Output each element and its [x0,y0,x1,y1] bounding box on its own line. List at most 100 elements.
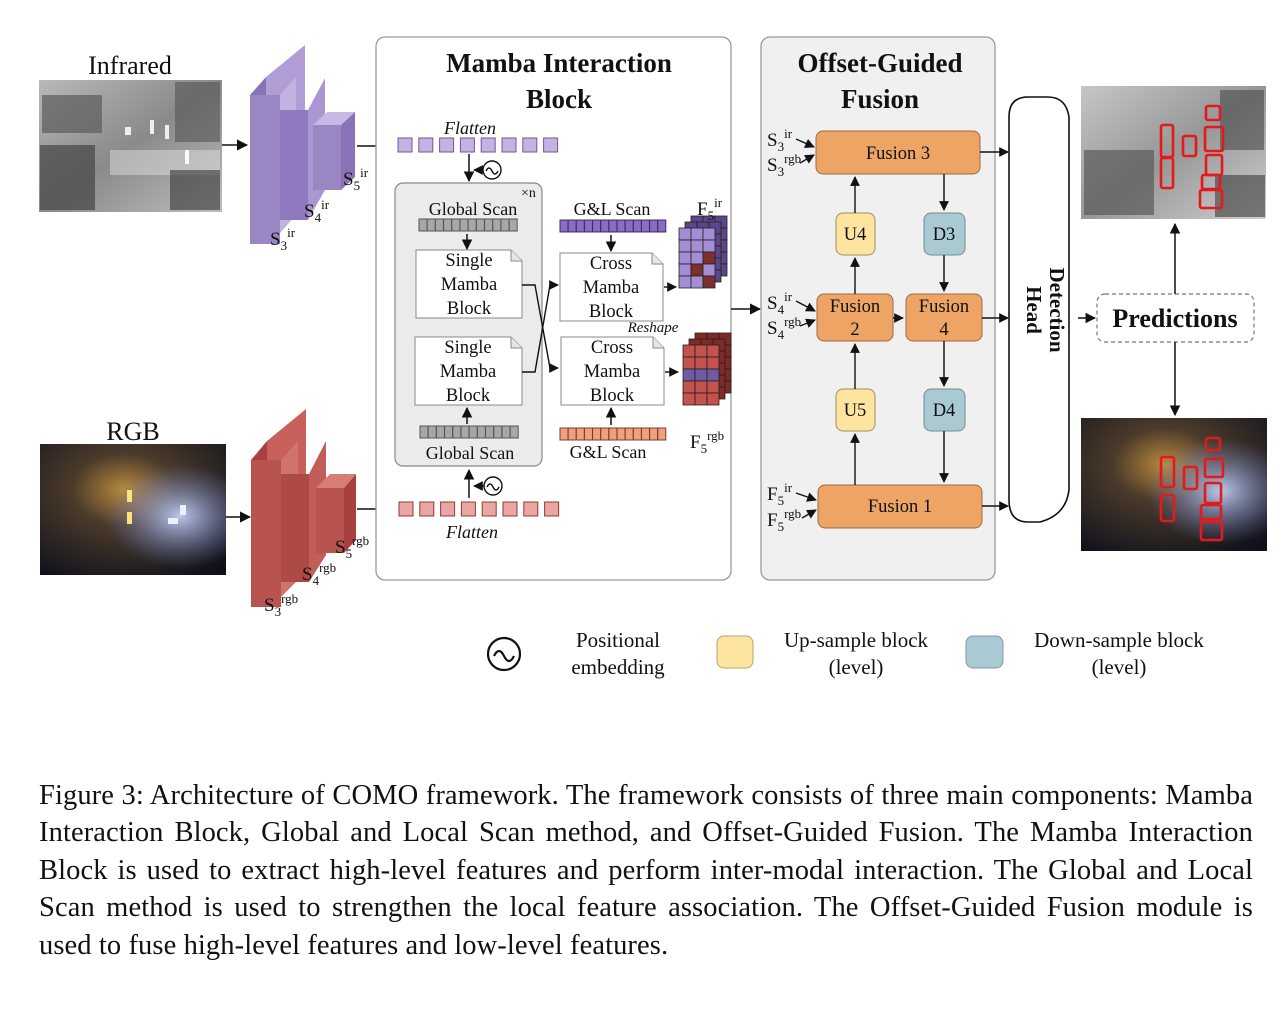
svg-text:Mamba: Mamba [441,275,498,295]
scan-token [583,427,593,441]
fusion-panel-title-line1: Offset-Guided [798,48,963,78]
detection-bbox [1204,104,1222,122]
detection-bbox [1204,436,1222,452]
cross-mamba-block-bottom: Cross Mamba Block [560,336,665,406]
global-scan-label-bottom: Global Scan [426,443,514,463]
scan-token [608,219,618,233]
scan-token [583,219,593,233]
scan-token [426,218,436,232]
svg-text:Detection: Detection [1045,267,1069,352]
detection-bbox [1182,465,1199,491]
infrared-input-image [39,80,222,212]
svg-text:Block: Block [590,386,635,406]
figure-caption: Figure 3: Architecture of COMO framework… [39,780,1253,961]
scan-token [567,427,577,441]
svg-text:Mamba: Mamba [584,362,641,382]
f5-rgb-feature-cube [682,332,732,406]
flatten-token [480,137,496,153]
gl-scan-label-top: G&L Scan [574,199,651,219]
scan-token [468,425,478,439]
single-mamba-block-top: Single Mamba Block [415,249,523,319]
detection-bbox [1203,481,1223,505]
feature-cell [702,251,716,265]
reshape-label: Reshape [627,320,679,336]
legend-downsample-line1: Down-sample block [1034,628,1204,652]
scan-token [475,218,485,232]
detection-head-block [1008,96,1070,523]
rgb-backbone [251,409,356,607]
scan-token [657,219,667,233]
feature-cell [706,380,720,394]
flatten-token [543,137,559,153]
detection-bbox [1159,493,1176,523]
svg-text:Fusion 1: Fusion 1 [868,497,932,517]
svg-text:4: 4 [939,320,948,340]
svg-text:Block: Block [446,386,491,406]
scan-token [460,425,470,439]
feature-cell [690,239,704,253]
feature-cell [702,275,716,289]
fusion-3-block: Fusion 3 [815,130,981,175]
feature-cell [706,344,720,358]
fusion-panel-title-line2: Fusion [841,84,919,114]
feature-cell [702,239,716,253]
svg-text:U4: U4 [844,225,867,245]
positional-embedding-icon [473,160,502,180]
gl-scan-tokens-top [559,219,667,233]
d3-downsample-block: D3 [923,212,966,256]
predictions-label: Predictions [1112,304,1237,333]
scan-token [559,219,569,233]
fusion-4-block: Fusion 4 [905,293,983,342]
scan-token [641,219,650,233]
scan-token [632,219,642,233]
single-mamba-block-bottom: Single Mamba Block [414,336,523,406]
flatten-token [523,501,539,517]
svg-text:D4: D4 [933,401,956,421]
scan-token [649,427,659,441]
flatten-label-top: Flatten [443,118,496,138]
detection-bbox [1199,503,1223,521]
feature-cell [694,392,708,406]
scan-token [467,218,477,232]
fusion-2-block: Fusion 2 [816,293,894,342]
mamba-panel-title-line1: Mamba Interaction [446,48,672,78]
svg-text:D3: D3 [933,225,956,245]
gl-scan-tokens-bottom [559,427,667,441]
scan-token [444,425,454,439]
fusion-in-s3-rgb: S3rgb [767,151,801,179]
scan-token [600,427,610,441]
feature-cell [678,227,692,241]
scan-token [657,427,667,441]
gl-scan-label-bottom: G&L Scan [570,442,647,462]
scan-token [419,425,429,439]
infrared-prediction-image [1081,86,1266,219]
svg-text:U5: U5 [844,401,867,421]
flatten-token [502,501,518,517]
como-architecture-diagram: Infrared RGB S5ir S4ir S3ir [39,36,1267,679]
s3-rgb-label: S3rgb [264,591,298,619]
scan-token [567,219,577,233]
legend-upsample-line2: (level) [829,655,884,679]
detection-bbox [1159,156,1175,190]
feature-cell [690,263,704,277]
svg-text:2: 2 [850,320,859,340]
feature-cell [690,275,704,289]
feature-cell [682,356,696,370]
legend-upsample-swatch [716,635,754,669]
scan-token [608,427,618,441]
detection-bbox [1159,455,1176,489]
repeat-n-label: ×n [521,186,536,201]
positional-embedding-legend-icon [486,636,522,672]
scan-token [624,219,634,233]
scan-token [484,218,494,232]
feature-cell [690,251,704,265]
detection-bbox [1203,457,1225,479]
scan-token [501,425,511,439]
cross-connections [522,280,559,373]
flatten-token [459,137,475,153]
feature-cell [694,344,708,358]
scan-token [632,427,642,441]
svg-text:Block: Block [447,299,492,319]
flatten-token [544,501,560,517]
scan-token [435,425,445,439]
